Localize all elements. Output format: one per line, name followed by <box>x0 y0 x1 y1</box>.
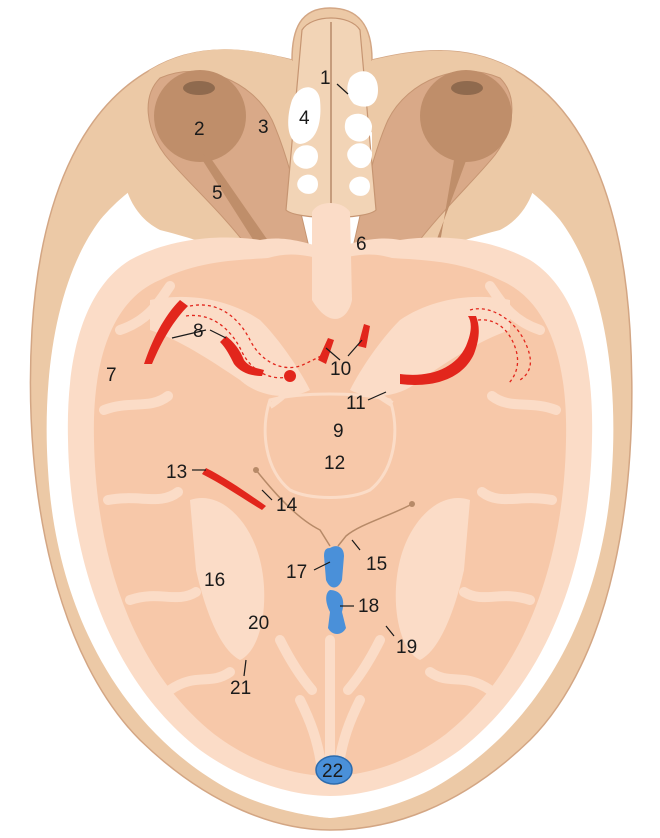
label-13: 13 <box>166 462 187 483</box>
frontal-midline-region <box>312 203 352 319</box>
left-lens <box>183 81 215 95</box>
left-stria-dot <box>253 467 259 473</box>
label-2: 2 <box>194 119 205 140</box>
right-lens <box>451 81 483 95</box>
left-ica <box>284 370 296 382</box>
third-ventricle <box>324 546 344 587</box>
label-1: 1 <box>320 68 331 89</box>
label-21: 21 <box>230 678 251 699</box>
label-10: 10 <box>330 359 351 380</box>
midbrain-region <box>265 394 395 498</box>
label-18: 18 <box>358 596 379 617</box>
label-15: 15 <box>366 554 387 575</box>
label-3: 3 <box>258 117 269 138</box>
label-12: 12 <box>324 453 345 474</box>
label-14: 14 <box>276 495 298 516</box>
label-20: 20 <box>248 613 269 634</box>
label-17: 17 <box>286 562 307 583</box>
label-9: 9 <box>333 421 344 442</box>
label-4: 4 <box>299 108 310 129</box>
label-8: 8 <box>193 321 204 342</box>
label-7: 7 <box>106 365 117 386</box>
label-22: 22 <box>322 761 343 782</box>
ethmoid-air-cell-2 <box>347 71 378 106</box>
label-11: 11 <box>346 393 366 414</box>
label-16: 16 <box>204 570 225 591</box>
label-6: 6 <box>356 234 367 255</box>
right-stria-dot <box>409 501 415 507</box>
label-19: 19 <box>396 637 417 658</box>
label-5: 5 <box>212 183 223 204</box>
